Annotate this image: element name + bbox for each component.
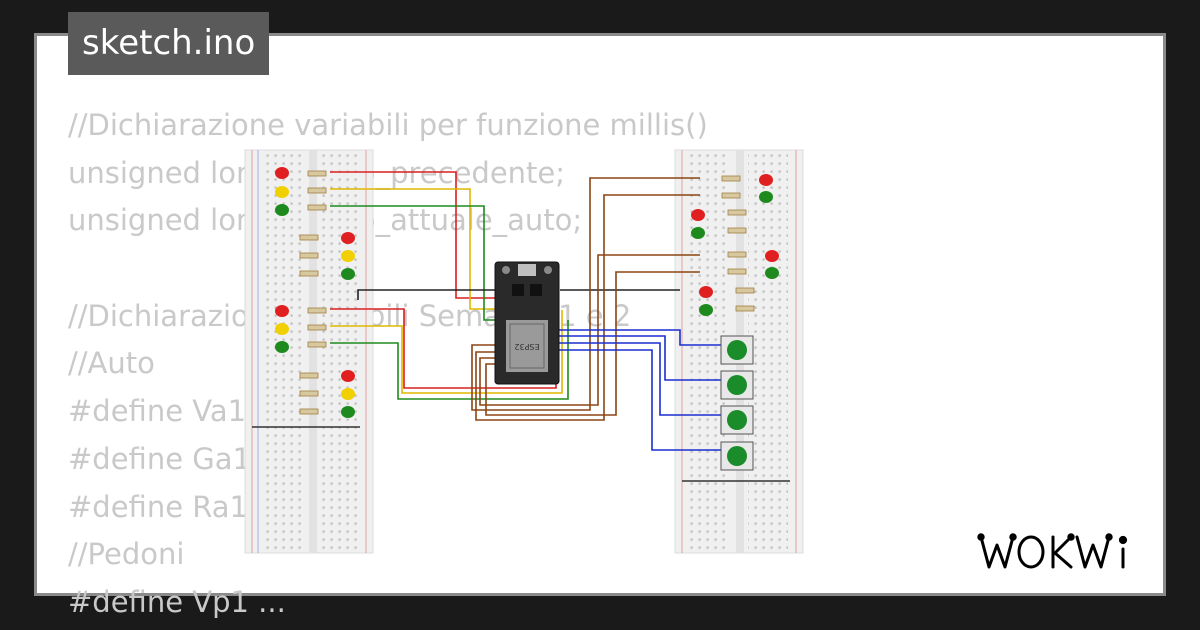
- code-line: //Dichiarazione variabili per funzione m…: [68, 108, 708, 142]
- breadboard-left: [244, 149, 374, 554]
- esp32-board: ESP32: [494, 261, 560, 385]
- code-editor: //Dichiarazione variabili per funzione m…: [68, 102, 1148, 619]
- code-line: #define Ra1 ...: [68, 489, 285, 524]
- preview-card: [34, 33, 1166, 596]
- pushbutton: [720, 370, 754, 400]
- pushbutton: [720, 405, 754, 435]
- traffic-led-group: [275, 167, 355, 418]
- board-label: ESP32: [514, 342, 539, 351]
- code-line: //Pedoni: [68, 537, 185, 572]
- code-line: //Auto: [68, 346, 155, 381]
- pushbutton: [720, 441, 754, 471]
- wokwi-logo: [977, 533, 1128, 569]
- pushbutton: [720, 335, 754, 365]
- filename-tab[interactable]: sketch.ino: [68, 12, 270, 75]
- code-line: #define Vp1 ...: [68, 584, 286, 619]
- traffic-led-group: [691, 174, 779, 316]
- wires: [330, 171, 722, 451]
